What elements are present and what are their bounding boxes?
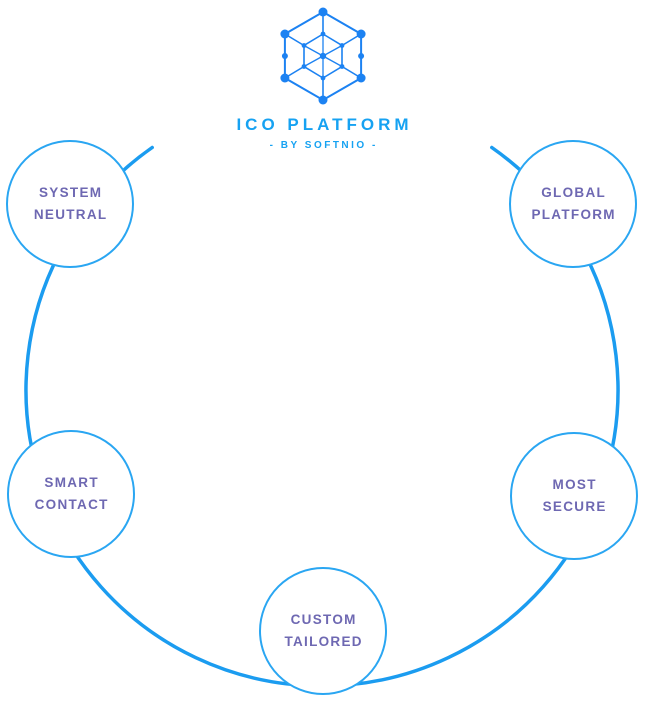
node-custom-tailored: CUSTOM TAILORED [259, 567, 387, 695]
brand-subtitle: - BY SOFTNIO - [269, 140, 378, 151]
node-global-platform: GLOBAL PLATFORM [509, 140, 637, 268]
node-label-line: TAILORED [284, 634, 363, 649]
node-label-line: PLATFORM [531, 207, 616, 222]
node-label-line: MOST [552, 477, 597, 493]
node-most-secure: MOST SECURE [510, 432, 638, 560]
vertex-dots [279, 7, 366, 105]
brand-block: ICO PLATFORM - BY SOFTNIO - [0, 0, 645, 151]
node-label-line: SECURE [542, 499, 607, 514]
cube-inner-edges [303, 34, 342, 78]
node-label-line: SMART [44, 475, 99, 491]
blockchain-cube-icon [279, 7, 366, 105]
node-label-line: CONTACT [34, 497, 109, 512]
node-system-neutral: SYSTEM NEUTRAL [6, 140, 134, 268]
node-label-line: CUSTOM [290, 612, 357, 628]
node-label-line: SYSTEM [38, 185, 103, 201]
brand-title: ICO PLATFORM [236, 115, 413, 134]
node-label-line: NEUTRAL [33, 207, 108, 222]
node-label-line: GLOBAL [541, 185, 607, 201]
node-smart-contact: SMART CONTACT [7, 430, 135, 558]
